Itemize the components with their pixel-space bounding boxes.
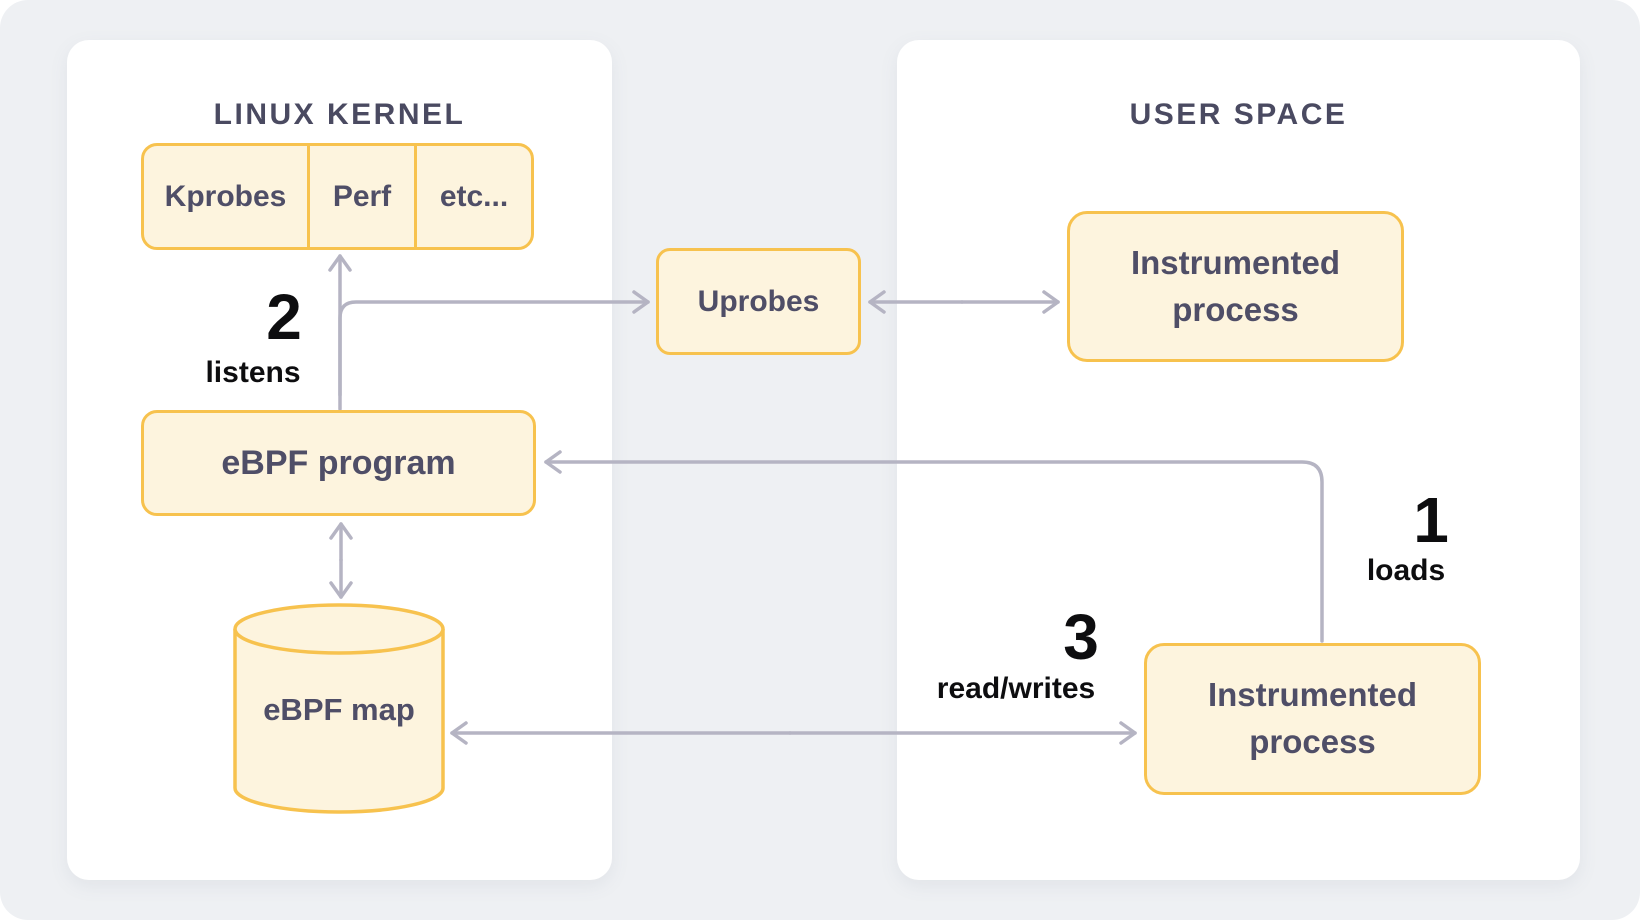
step3-label: read/writes [936,672,1096,705]
node-kprobes: Kprobes [164,179,287,213]
probe-sources-group: Kprobes Perf etc... [141,143,534,250]
step2-number: 2 [266,281,302,353]
user-space-title: USER SPACE [1129,98,1348,131]
node-ebpf-program: eBPF program [141,410,536,516]
node-ebpf-map-label: eBPF map [263,692,415,727]
step2-label: listens [205,356,301,389]
node-etc: etc... [439,179,509,213]
linux-kernel-title: LINUX KERNEL [213,98,466,131]
step1-label: loads [1366,554,1446,587]
node-perf: Perf [307,146,417,247]
step1-number: 1 [1413,484,1449,556]
node-instrumented-process-bottom: Instrumented process [1144,643,1481,795]
node-uprobes: Uprobes [656,248,861,355]
node-instrumented-process-top: Instrumented process [1067,211,1404,362]
step3-number: 3 [1063,601,1099,673]
